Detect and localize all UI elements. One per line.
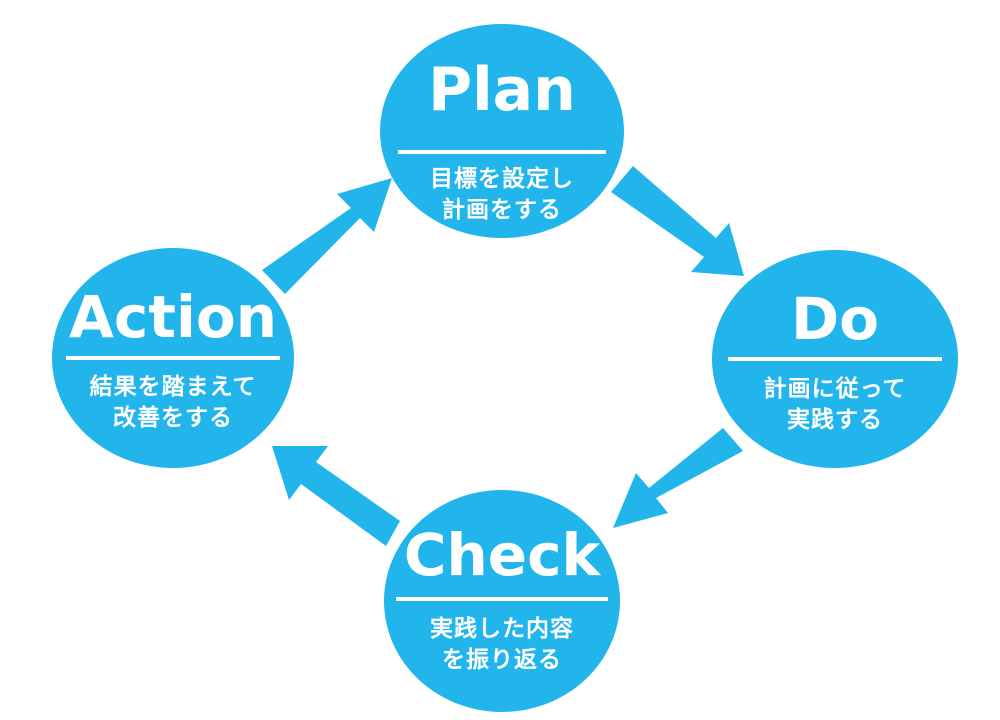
plan-desc-line-1: 目標を設定し — [430, 166, 574, 192]
arrow-action-to-plan — [262, 178, 392, 294]
plan-desc-line-2: 計画をする — [442, 197, 562, 223]
arrow-do-to-check — [613, 428, 743, 528]
do-node: Do 計画に従って 実践する — [712, 250, 958, 468]
do-desc-line-2: 実践する — [787, 407, 883, 433]
action-desc-line-2: 改善をする — [113, 405, 233, 431]
action-title: Action — [68, 283, 277, 351]
check-desc-line-2: を振り返る — [442, 647, 562, 673]
action-desc-line-1: 結果を踏まえて — [89, 374, 257, 400]
check-node: Check 実践した内容 を振り返る — [384, 490, 620, 712]
plan-description: 目標を設定し 計画をする — [380, 164, 624, 226]
do-desc-line-1: 計画に従って — [763, 376, 907, 402]
action-description: 結果を踏まえて 改善をする — [52, 372, 294, 434]
plan-node: Plan 目標を設定し 計画をする — [380, 24, 624, 238]
check-divider — [396, 597, 608, 601]
arrow-check-to-action — [272, 446, 400, 546]
check-title: Check — [403, 521, 601, 589]
check-desc-line-1: 実践した内容 — [430, 616, 574, 642]
plan-title: Plan — [428, 55, 576, 125]
do-title: Do — [791, 285, 879, 353]
do-divider — [728, 357, 942, 361]
do-description: 計画に従って 実践する — [712, 374, 958, 436]
plan-divider — [398, 150, 606, 154]
action-divider — [66, 356, 280, 360]
arrow-plan-to-do — [611, 166, 744, 276]
action-node: Action 結果を踏まえて 改善をする — [52, 248, 294, 468]
check-description: 実践した内容 を振り返る — [384, 614, 620, 676]
